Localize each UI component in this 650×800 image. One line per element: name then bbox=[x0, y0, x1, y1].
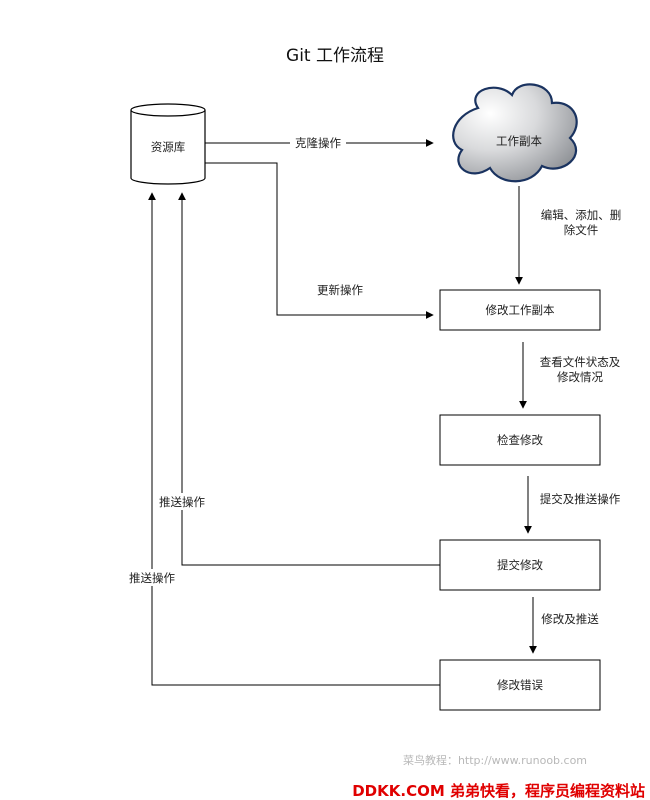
fix-errors-label: 修改错误 bbox=[497, 678, 543, 692]
check-edge-label-line2: 修改情况 bbox=[557, 370, 603, 384]
edit-edge-label-line1: 编辑、添加、删 bbox=[541, 208, 622, 222]
check-edge-label-line1: 查看文件状态及 bbox=[540, 355, 621, 369]
diagram-title: Git 工作流程 bbox=[286, 46, 384, 66]
working-copy-label: 工作副本 bbox=[496, 134, 542, 148]
update-edge: 更新操作 bbox=[205, 162, 434, 319]
commit-changes-node: 提交修改 bbox=[439, 539, 601, 591]
working-copy-node: 工作副本 bbox=[452, 83, 578, 183]
repository-label: 资源库 bbox=[151, 140, 186, 154]
fix-errors-node: 修改错误 bbox=[439, 659, 601, 711]
review-changes-node: 检查修改 bbox=[439, 414, 601, 466]
commit-push-edge: 提交及推送操作 bbox=[524, 476, 621, 534]
commit-push-edge-label: 提交及推送操作 bbox=[540, 492, 621, 506]
modify-push-edge: 修改及推送 bbox=[529, 597, 599, 654]
review-changes-label: 检查修改 bbox=[497, 433, 543, 447]
brand-banner: DDKK.COM 弟弟快看，程序员编程资料站 bbox=[352, 782, 645, 800]
edit-edge-label-line2: 除文件 bbox=[564, 223, 599, 237]
push-edge-upper-label: 推送操作 bbox=[159, 495, 205, 509]
commit-changes-label: 提交修改 bbox=[497, 558, 543, 572]
check-edge: 查看文件状态及 修改情况 bbox=[519, 342, 621, 409]
modify-copy-node: 修改工作副本 bbox=[439, 289, 601, 331]
modify-push-edge-label: 修改及推送 bbox=[541, 612, 599, 626]
update-edge-label: 更新操作 bbox=[317, 283, 363, 297]
push-edge-upper: 推送操作 bbox=[154, 192, 440, 566]
watermark-text: 菜鸟教程：http://www.runoob.com bbox=[403, 753, 587, 767]
clone-edge-label: 克隆操作 bbox=[295, 136, 341, 150]
push-edge-lower-label: 推送操作 bbox=[129, 571, 175, 585]
repository-node: 资源库 bbox=[130, 103, 206, 185]
clone-edge: 克隆操作 bbox=[205, 136, 434, 150]
edit-edge: 编辑、添加、删 除文件 bbox=[515, 186, 622, 285]
modify-copy-label: 修改工作副本 bbox=[486, 303, 555, 317]
push-edge-lower: 推送操作 bbox=[124, 192, 440, 686]
